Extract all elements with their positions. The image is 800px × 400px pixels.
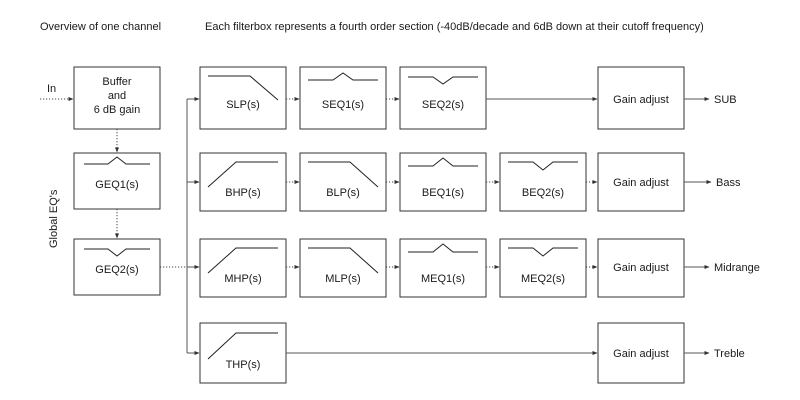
overview-title: Overview of one channel [40, 21, 161, 33]
output-midrange: Midrange [714, 262, 760, 274]
filterbox-note: Each filterbox represents a fourth order… [205, 21, 704, 33]
midrange-row: MHP(s) MLP(s) MEQ1(s) MEQ2(s) Gain adjus… [199, 238, 760, 298]
filter-box-slp: SLP(s) [199, 66, 287, 130]
notch-eq-response-icon [508, 247, 578, 257]
output-bass: Bass [716, 177, 741, 189]
peak-eq-response-icon [84, 156, 150, 165]
geq1-label: GEQ1(s) [95, 179, 138, 191]
filter-box-thp: THP(s) [199, 322, 287, 384]
treble-row: THP(s) Gain adjust Treble [199, 322, 745, 384]
peak-eq-response-icon [308, 72, 378, 81]
filter-box-mlp: MLP(s) [299, 238, 387, 298]
highpass-response-icon [207, 161, 278, 188]
filter-box-bhp: BHP(s) [199, 152, 287, 212]
filter-label: BHP(s) [225, 187, 260, 199]
output-sub: SUB [714, 94, 737, 106]
filter-box-meq1: MEQ1(s) [399, 238, 487, 298]
peak-eq-response-icon [408, 243, 478, 253]
buffer-line-1: Buffer [102, 76, 131, 88]
peak-eq-response-icon [408, 157, 478, 167]
filter-label: BEQ2(s) [522, 187, 564, 199]
buffer-line-3: 6 dB gain [94, 104, 140, 116]
gain-adjust-treble: Gain adjust [597, 322, 685, 384]
sub-row: SLP(s) SEQ1(s) SEQ2(s) Gain adjust SUB [199, 66, 737, 130]
global-eq-label: Global EQ's [48, 189, 60, 248]
filter-box-beq2: BEQ2(s) [499, 152, 587, 212]
lowpass-response-icon [308, 247, 379, 274]
lowpass-response-icon [308, 161, 379, 188]
filter-box-meq2: MEQ2(s) [499, 238, 587, 298]
gain-label: Gain adjust [613, 348, 669, 360]
filter-box-seq2: SEQ2(s) [399, 66, 487, 130]
filter-label: BEQ1(s) [422, 187, 464, 199]
filter-label: SLP(s) [226, 99, 260, 111]
geq2-block: GEQ2(s) [73, 238, 161, 296]
filter-label: THP(s) [226, 359, 261, 371]
notch-eq-response-icon [84, 248, 150, 257]
filter-label: BLP(s) [326, 187, 360, 199]
filter-label: MHP(s) [224, 273, 261, 285]
gain-adjust-sub: Gain adjust [597, 66, 685, 130]
gain-label: Gain adjust [613, 262, 669, 274]
buffer-line-2: and [108, 90, 126, 102]
buffer-block: Buffer and 6 dB gain [73, 66, 161, 130]
geq2-label: GEQ2(s) [95, 264, 138, 276]
gain-label: Gain adjust [613, 94, 669, 106]
filter-label: MEQ1(s) [421, 273, 465, 285]
lowpass-response-icon [208, 75, 279, 101]
filter-label: SEQ2(s) [422, 99, 464, 111]
highpass-response-icon [207, 247, 278, 274]
output-treble: Treble [714, 348, 745, 360]
filter-label: MLP(s) [325, 273, 360, 285]
input-label: In [47, 83, 56, 95]
notch-eq-response-icon [508, 161, 578, 171]
filter-label: SEQ1(s) [322, 99, 364, 111]
filter-box-beq1: BEQ1(s) [399, 152, 487, 212]
filter-label: MEQ2(s) [521, 273, 565, 285]
bass-row: BHP(s) BLP(s) BEQ1(s) BEQ2(s) Gain adjus… [199, 152, 741, 212]
gain-adjust-midrange: Gain adjust [597, 238, 685, 298]
highpass-response-icon [207, 332, 278, 360]
geq1-block: GEQ1(s) [73, 152, 161, 210]
filter-box-blp: BLP(s) [299, 152, 387, 212]
filter-box-seq1: SEQ1(s) [299, 66, 387, 130]
gain-adjust-bass: Gain adjust [597, 152, 685, 212]
notch-eq-response-icon [408, 76, 478, 85]
filter-box-mhp: MHP(s) [199, 238, 287, 298]
gain-label: Gain adjust [613, 177, 669, 189]
